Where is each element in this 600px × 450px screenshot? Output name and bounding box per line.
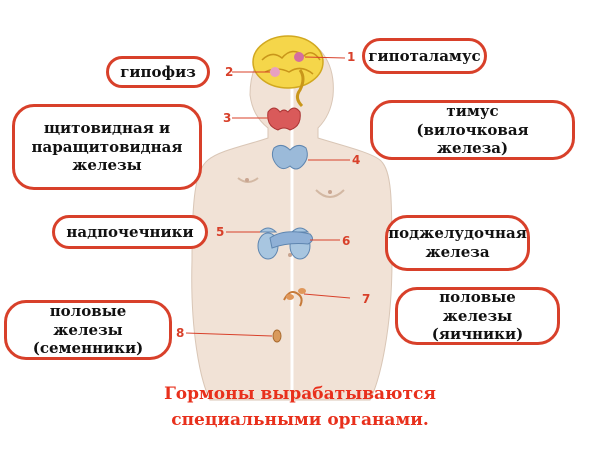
label-adrenal: надпочечники	[52, 215, 208, 249]
label-thyroid-line2: паращитовидная	[31, 137, 183, 156]
marker-8: 8	[176, 326, 185, 340]
label-pituitary: гипофиз	[106, 56, 210, 88]
label-gonads-male-line2: (семенники)	[32, 339, 144, 358]
caption-line1: Гормоны вырабатываются	[164, 384, 436, 404]
label-gonads-female: половые железы (яичники)	[395, 287, 560, 345]
label-thymus-line2: (вилочковая железа)	[416, 120, 529, 158]
marker-2: 2	[225, 65, 234, 79]
chest-detail	[245, 178, 249, 182]
label-pancreas-line2: железа	[425, 243, 490, 261]
marker-3: 3	[223, 111, 232, 125]
thyroid-icon	[267, 107, 301, 131]
ovaries-icon	[283, 288, 306, 307]
label-gonads-male-line1: половые железы	[49, 301, 127, 339]
label-gonads-female-line1: половые железы	[439, 287, 516, 325]
label-adrenal-text: надпочечники	[66, 222, 194, 241]
marker-7: 7	[362, 292, 371, 306]
caption-line2: специальными органами.	[171, 410, 429, 430]
pituitary-icon	[270, 67, 280, 77]
navel	[288, 253, 292, 257]
marker-1: 1	[347, 50, 356, 64]
hypothalamus-icon	[294, 52, 304, 62]
label-thyroid-line3: железы	[72, 156, 142, 175]
label-gonads-male: половые железы (семенники)	[4, 300, 172, 360]
marker-4: 4	[352, 153, 361, 167]
chest-detail	[237, 177, 259, 183]
marker-6: 6	[342, 234, 351, 248]
label-gonads-female-line2: (яичники)	[431, 325, 524, 344]
label-thymus: тимус (вилочковая железа)	[370, 100, 575, 160]
leader-lines	[185, 56, 351, 337]
label-pancreas: поджелудочная железа	[385, 215, 530, 271]
label-pancreas-line1: поджелудочная	[388, 224, 527, 243]
testes-icon	[272, 329, 282, 343]
label-thyroid-line1: щитовидная и	[43, 118, 171, 137]
label-hypothalamus: гипоталамус	[362, 38, 487, 74]
label-thyroid: щитовидная и паращитовидная железы	[12, 104, 202, 190]
label-hypothalamus-text: гипоталамус	[368, 46, 481, 65]
chest-detail	[328, 190, 332, 194]
brain-icon	[252, 35, 324, 108]
marker-5: 5	[216, 225, 225, 239]
chest-detail	[315, 189, 345, 198]
label-thymus-line1: тимус	[446, 101, 499, 120]
label-pituitary-text: гипофиз	[120, 62, 196, 81]
thymus-icon	[271, 144, 308, 170]
